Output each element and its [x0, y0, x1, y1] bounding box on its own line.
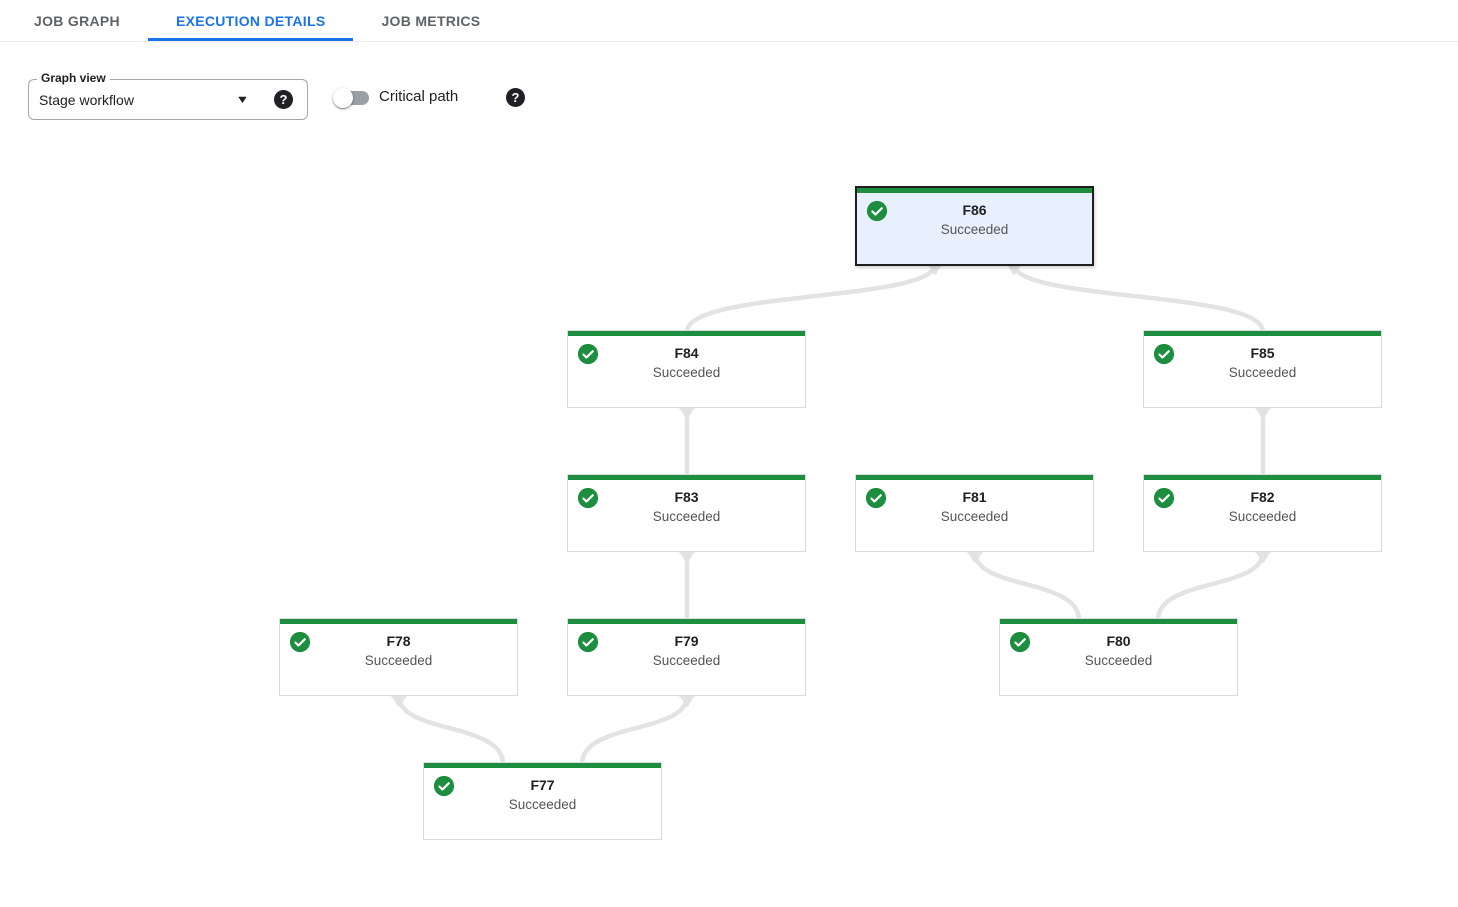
critical-path-help-icon[interactable]: ? [506, 88, 525, 107]
edge-port-F81 [965, 551, 985, 563]
critical-path-label: Critical path [379, 88, 459, 105]
succeeded-check-icon [577, 487, 599, 509]
stage-status-bar [1000, 619, 1237, 624]
graph-view-selected-value: Stage workflow [39, 91, 134, 108]
stage-name: F85 [1250, 345, 1275, 361]
stage-status: Succeeded [940, 222, 1009, 237]
edge-port-F82 [1253, 551, 1273, 563]
stage-status: Succeeded [508, 797, 577, 812]
toggle-knob [333, 88, 353, 108]
stage-status-bar [568, 331, 805, 336]
stage-status-bar [568, 619, 805, 624]
edge-port-F83 [677, 551, 697, 563]
edge-F79-F77 [579, 693, 690, 767]
stage-name: F81 [962, 489, 987, 505]
stage-status-bar [856, 475, 1093, 480]
stage-status: Succeeded [940, 509, 1009, 524]
edge-F78-F77 [396, 693, 506, 767]
graph-view-help-icon[interactable]: ? [274, 90, 293, 109]
succeeded-check-icon [577, 343, 599, 365]
tab-job-metrics[interactable]: JOB METRICS [381, 12, 481, 29]
stage-status-bar [857, 188, 1092, 193]
stage-status: Succeeded [652, 509, 721, 524]
succeeded-check-icon [1153, 343, 1175, 365]
dropdown-caret-icon: ▼ [235, 93, 250, 106]
stage-status-bar [1144, 475, 1381, 480]
edge-F81-F80 [972, 549, 1082, 623]
edge-F86-F84 [684, 261, 938, 335]
stage-status-bar [568, 475, 805, 480]
stage-name: F80 [1106, 633, 1131, 649]
graph-view-field-label: Graph view [37, 71, 110, 85]
succeeded-check-icon [1009, 631, 1031, 653]
edge-port-F85 [1253, 407, 1273, 419]
edge-F82-F80 [1155, 549, 1266, 623]
critical-path-toggle[interactable] [333, 88, 371, 108]
edge-port-F78 [389, 695, 409, 707]
stage-status-bar [1144, 331, 1381, 336]
stage-name: F78 [386, 633, 411, 649]
tab-execution-details[interactable]: EXECUTION DETAILS [147, 0, 354, 41]
stage-name: F82 [1250, 489, 1275, 505]
edge-F86-F85 [1011, 261, 1266, 335]
stage-status: Succeeded [652, 653, 721, 668]
stage-name: F86 [962, 202, 987, 218]
stage-name: F79 [674, 633, 699, 649]
stage-status: Succeeded [1228, 365, 1297, 380]
stage-name: F77 [530, 777, 555, 793]
stage-name: F84 [674, 345, 699, 361]
job-tab-bar: JOB GRAPH EXECUTION DETAILS JOB METRICS [0, 0, 1458, 42]
stage-status: Succeeded [364, 653, 433, 668]
stage-status: Succeeded [652, 365, 721, 380]
succeeded-check-icon [289, 631, 311, 653]
succeeded-check-icon [865, 487, 887, 509]
stage-status: Succeeded [1228, 509, 1297, 524]
stage-status: Succeeded [1084, 653, 1153, 668]
succeeded-check-icon [433, 775, 455, 797]
stage-status-bar [424, 763, 661, 768]
tab-job-graph[interactable]: JOB GRAPH [34, 12, 120, 29]
stage-name: F83 [674, 489, 699, 505]
succeeded-check-icon [577, 631, 599, 653]
succeeded-check-icon [1153, 487, 1175, 509]
stage-status-bar [280, 619, 517, 624]
succeeded-check-icon [866, 200, 888, 222]
edge-port-F84 [677, 407, 697, 419]
edge-port-F79 [677, 695, 697, 707]
graph-view-select[interactable]: Graph view Stage workflow ▼ ? [28, 71, 308, 120]
